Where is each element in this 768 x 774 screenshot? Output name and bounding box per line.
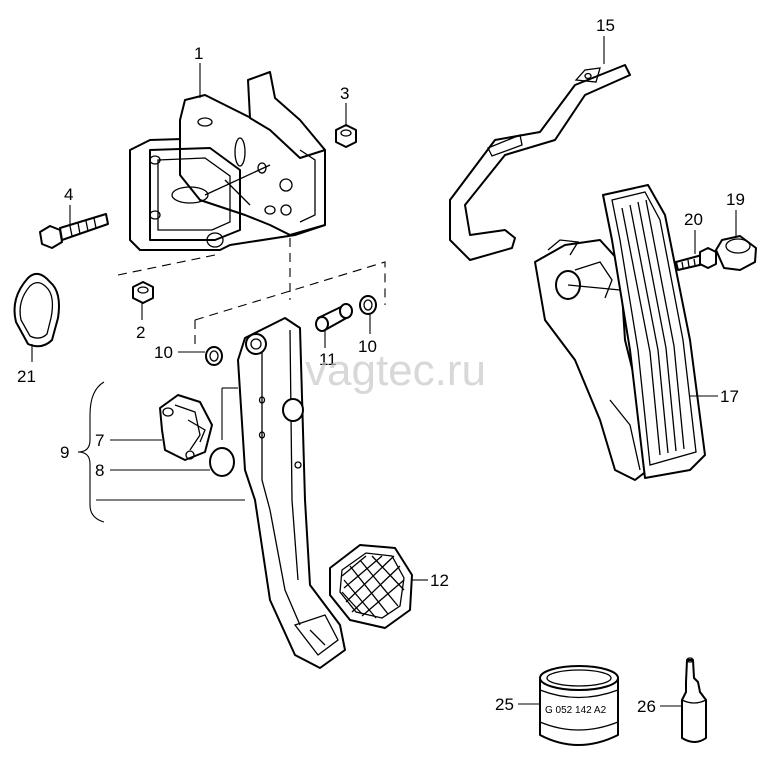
label-25: 25	[495, 695, 514, 714]
callout-lines	[31, 36, 737, 707]
part-20-screw	[675, 247, 717, 271]
label-20: 20	[684, 210, 703, 229]
part-21-seal	[13, 272, 60, 348]
alignment-lines	[117, 238, 386, 350]
label-26: 26	[637, 697, 656, 716]
part-15-return-bar	[449, 64, 631, 261]
part-12-pedal-pad	[329, 544, 413, 629]
label-3: 3	[340, 84, 349, 103]
label-7: 7	[95, 431, 104, 450]
grease-can-label: G 052 142 A2	[545, 705, 607, 716]
part-26-bottle	[681, 657, 707, 743]
part-8-ring	[209, 447, 235, 477]
part-17-accelerator-pedal	[534, 184, 706, 481]
label-8: 8	[95, 461, 104, 480]
part-4-bolt	[39, 213, 109, 249]
part-2-nut	[132, 281, 154, 304]
label-12: 12	[430, 571, 449, 590]
part-10-bushing-left	[205, 346, 223, 366]
part-25-grease-can	[539, 665, 619, 746]
label-10-right: 10	[358, 337, 377, 356]
group-9-brace	[77, 381, 245, 523]
part-7-pedal-switch	[159, 394, 213, 461]
label-4: 4	[64, 185, 73, 204]
part-3-nut	[335, 124, 357, 148]
label-1: 1	[194, 44, 203, 63]
label-11: 11	[319, 350, 337, 369]
part-1-pedal-bracket	[129, 71, 326, 251]
part-labels: 1 3 4 2 21 10 11 10 9 7 8 12 15 17 19 20…	[17, 16, 745, 716]
watermark-text: vagtec.ru	[305, 346, 486, 395]
label-19: 19	[726, 190, 745, 209]
part-19-cap	[715, 235, 757, 271]
label-21: 21	[17, 367, 36, 386]
part-10-bushing-right	[359, 295, 377, 315]
label-15: 15	[596, 16, 615, 35]
label-17: 17	[720, 387, 739, 406]
label-9: 9	[60, 443, 69, 462]
part-11-sleeve	[315, 303, 353, 332]
label-2: 2	[136, 323, 145, 342]
brake-pedal-arm	[237, 317, 346, 669]
label-10-left: 10	[154, 343, 173, 362]
